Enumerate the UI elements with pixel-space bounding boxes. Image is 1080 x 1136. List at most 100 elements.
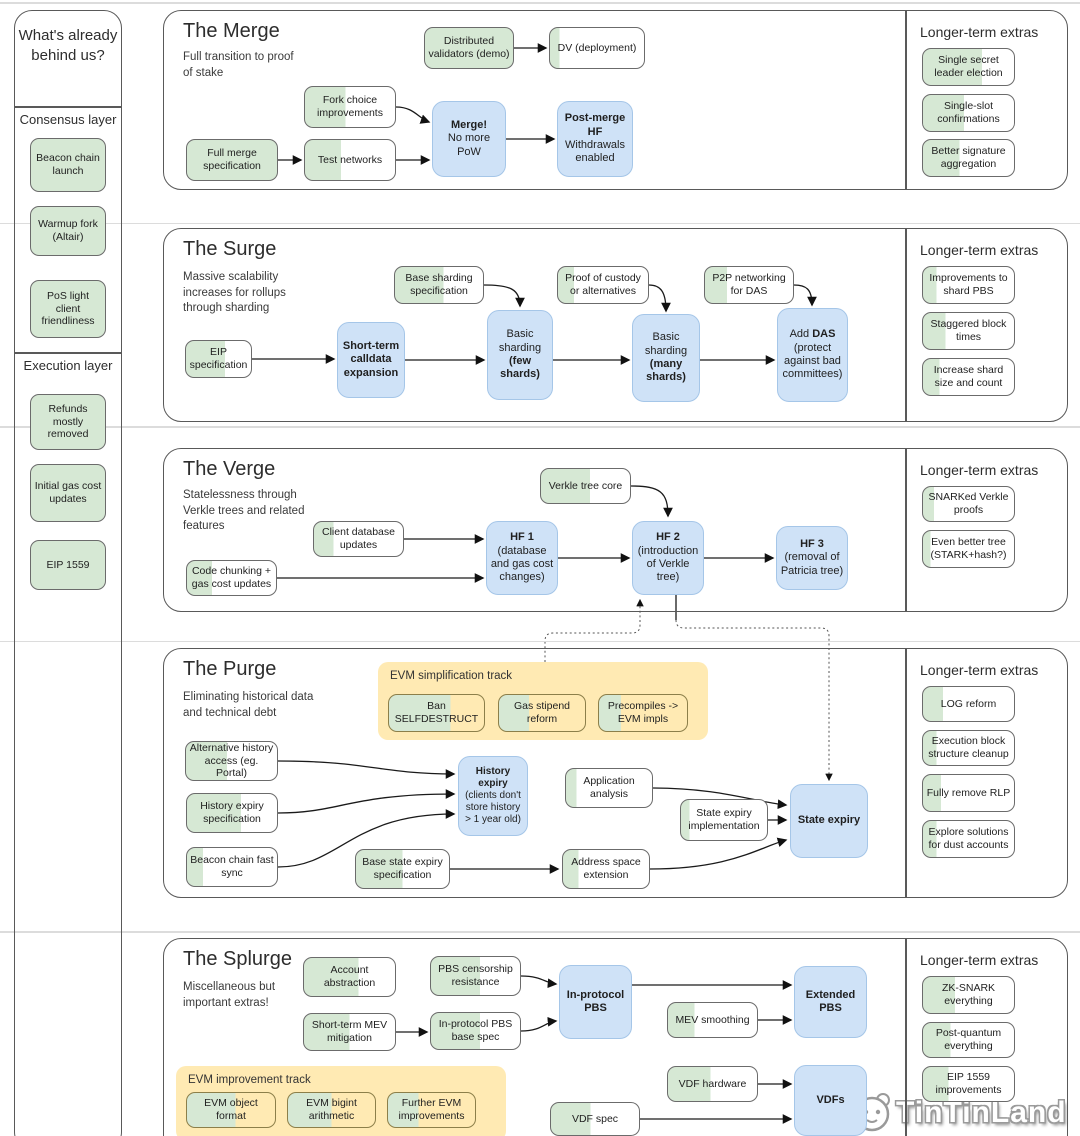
node-hf2: HF 2(introduction of Verkle tree)	[632, 521, 704, 595]
node-ban-selfdestruct: Ban SELFDESTRUCT	[388, 694, 485, 732]
node-account-abstraction: Account abstraction	[303, 957, 396, 997]
artifact-line	[0, 426, 1080, 428]
node-pbs-censorship-resistance: PBS censorship resistance	[430, 956, 521, 996]
extra-better-signature-aggregation: Better signature aggregation	[922, 139, 1015, 177]
node-add-das: Add DAS(protect against bad committees)	[777, 308, 848, 402]
node-short-term-mev-mitigation: Short-term MEV mitigation	[303, 1013, 396, 1051]
node-basic-sharding-many: Basic sharding(many shards)	[632, 314, 700, 402]
node-test-networks: Test networks	[304, 139, 396, 181]
node-history-expiry: History expiry(clients don't store histo…	[458, 756, 528, 836]
extras-title-surge: Longer-term extras	[920, 242, 1039, 258]
node-state-expiry: State expiry	[790, 784, 868, 858]
item-pos-light-client: PoS light client friendliness	[30, 280, 106, 338]
node-p2p-networking-das: P2P networking for DAS	[704, 266, 794, 304]
section-subtitle-verge: Statelessness through Verkle trees and r…	[183, 489, 305, 533]
extras-title-splurge: Longer-term extras	[920, 952, 1039, 968]
node-merge-milestone: Merge!No more PoW	[432, 101, 506, 177]
node-code-chunking: Code chunking + gas cost updates	[186, 560, 277, 596]
node-mev-smoothing: MEV smoothing	[667, 1002, 758, 1038]
extra-post-quantum-everything: Post-quantum everything	[922, 1022, 1015, 1058]
node-verkle-tree-core: Verkle tree core	[540, 468, 631, 504]
node-base-sharding-spec: Base sharding specification	[394, 266, 484, 304]
sidebar-group-label-1: Execution layer	[23, 358, 113, 373]
extra-zk-snark-everything: ZK-SNARK everything	[922, 976, 1015, 1014]
node-eip-specification: EIP specification	[185, 340, 252, 378]
node-client-database-updates: Client database updates	[313, 521, 404, 557]
section-title-surge: The Surge	[183, 238, 277, 260]
section-title-purge: The Purge	[183, 658, 277, 680]
item-warmup-fork-altair: Warmup fork (Altair)	[30, 206, 106, 256]
section-subtitle-purge: Eliminating historical data and technica…	[183, 691, 314, 719]
node-proof-of-custody: Proof of custody or alternatives	[557, 266, 649, 304]
section-subtitle-surge: Massive scalability increases for rollup…	[183, 271, 286, 315]
extra-staggered-block-times: Staggered block times	[922, 312, 1015, 350]
extra-improvements-shard-pbs: Improvements to shard PBS	[922, 266, 1015, 304]
node-precompiles-evm-impls: Precompiles -> EVM impls	[598, 694, 688, 732]
extra-single-secret-leader: Single secret leader election	[922, 48, 1015, 86]
node-short-term-calldata: Short-term calldata expansion	[337, 322, 405, 398]
node-in-protocol-pbs-base-spec: In-protocol PBS base spec	[430, 1012, 521, 1050]
node-application-analysis: Application analysis	[565, 768, 653, 808]
extra-execution-block-cleanup: Execution block structure cleanup	[922, 730, 1015, 766]
node-alternative-history-access: Alternative history access (eg. Portal)	[185, 741, 278, 781]
section-verge-extras-divider	[905, 448, 907, 612]
extra-fully-remove-rlp: Fully remove RLP	[922, 774, 1015, 812]
node-base-state-expiry-spec: Base state expiry specification	[355, 849, 450, 889]
node-basic-sharding-few: Basic sharding(few shards)	[487, 310, 553, 400]
node-vdf-hardware: VDF hardware	[667, 1066, 758, 1102]
node-further-evm-improvements: Further EVM improvements	[387, 1092, 476, 1128]
item-beacon-chain-launch: Beacon chain launch	[30, 138, 106, 192]
item-eip-1559: EIP 1559	[30, 540, 106, 590]
section-surge	[163, 228, 1068, 422]
node-evm-object-format: EVM object format	[186, 1092, 276, 1128]
section-title-merge: The Merge	[183, 20, 280, 42]
artifact-line	[0, 2, 1080, 4]
node-full-merge-specification: Full merge specification	[186, 139, 278, 181]
section-surge-extras-divider	[905, 228, 907, 422]
extra-snarked-verkle-proofs: SNARKed Verkle proofs	[922, 486, 1015, 522]
extras-title-purge: Longer-term extras	[920, 662, 1039, 678]
section-title-splurge: The Splurge	[183, 948, 292, 970]
extras-title-merge: Longer-term extras	[920, 24, 1039, 40]
section-merge	[163, 10, 1068, 190]
node-extended-pbs: Extended PBS	[794, 966, 867, 1038]
extra-even-better-tree: Even better tree (STARK+hash?)	[922, 530, 1015, 568]
extra-log-reform: LOG reform	[922, 686, 1015, 722]
section-splurge	[163, 938, 1068, 1136]
sidebar-panel	[14, 10, 122, 1136]
section-title-verge: The Verge	[183, 458, 276, 480]
sidebar-group-label-0: Consensus layer	[19, 112, 117, 127]
item-initial-gas-cost: Initial gas cost updates	[30, 464, 106, 522]
node-distributed-validators: Distributed validators (demo)	[424, 27, 514, 69]
artifact-line	[0, 223, 1080, 224]
node-hf3: HF 3(removal of Patricia tree)	[776, 526, 848, 590]
extras-title-verge: Longer-term extras	[920, 462, 1039, 478]
node-vdf-spec: VDF spec	[550, 1102, 640, 1136]
node-history-expiry-spec: History expiry specification	[186, 793, 278, 833]
node-gas-stipend-reform: Gas stipend reform	[498, 694, 586, 732]
node-in-protocol-pbs: In-protocol PBS	[559, 965, 632, 1039]
extra-single-slot-confirmations: Single-slot confirmations	[922, 94, 1015, 132]
extra-increase-shard-size: Increase shard size and count	[922, 358, 1015, 396]
section-merge-extras-divider	[905, 10, 907, 190]
node-state-expiry-implementation: State expiry implementation	[680, 799, 768, 841]
extra-explore-dust-accounts: Explore solutions for dust accounts	[922, 820, 1015, 858]
extra-eip-1559-improvements: EIP 1559 improvements	[922, 1066, 1015, 1102]
node-vdfs: VDFs	[794, 1065, 867, 1136]
panel-evm-improvement-track-label: EVM improvement track	[188, 1074, 311, 1086]
sidebar-title: What's already behind us?	[18, 27, 118, 64]
section-subtitle-splurge: Miscellaneous but important extras!	[183, 981, 276, 1009]
section-purge-extras-divider	[905, 648, 907, 898]
sidebar-divider	[14, 352, 122, 354]
section-purge	[163, 648, 1068, 898]
item-refunds-removed: Refunds mostly removed	[30, 394, 106, 450]
node-evm-bigint-arithmetic: EVM bigint arithmetic	[287, 1092, 376, 1128]
node-hf1: HF 1(database and gas cost changes)	[486, 521, 558, 595]
artifact-line	[0, 641, 1080, 642]
section-splurge-extras-divider	[905, 938, 907, 1136]
section-subtitle-merge: Full transition to proof of stake	[183, 51, 294, 79]
node-fork-choice-improvements: Fork choice improvements	[304, 86, 396, 128]
sidebar-divider	[14, 106, 122, 108]
